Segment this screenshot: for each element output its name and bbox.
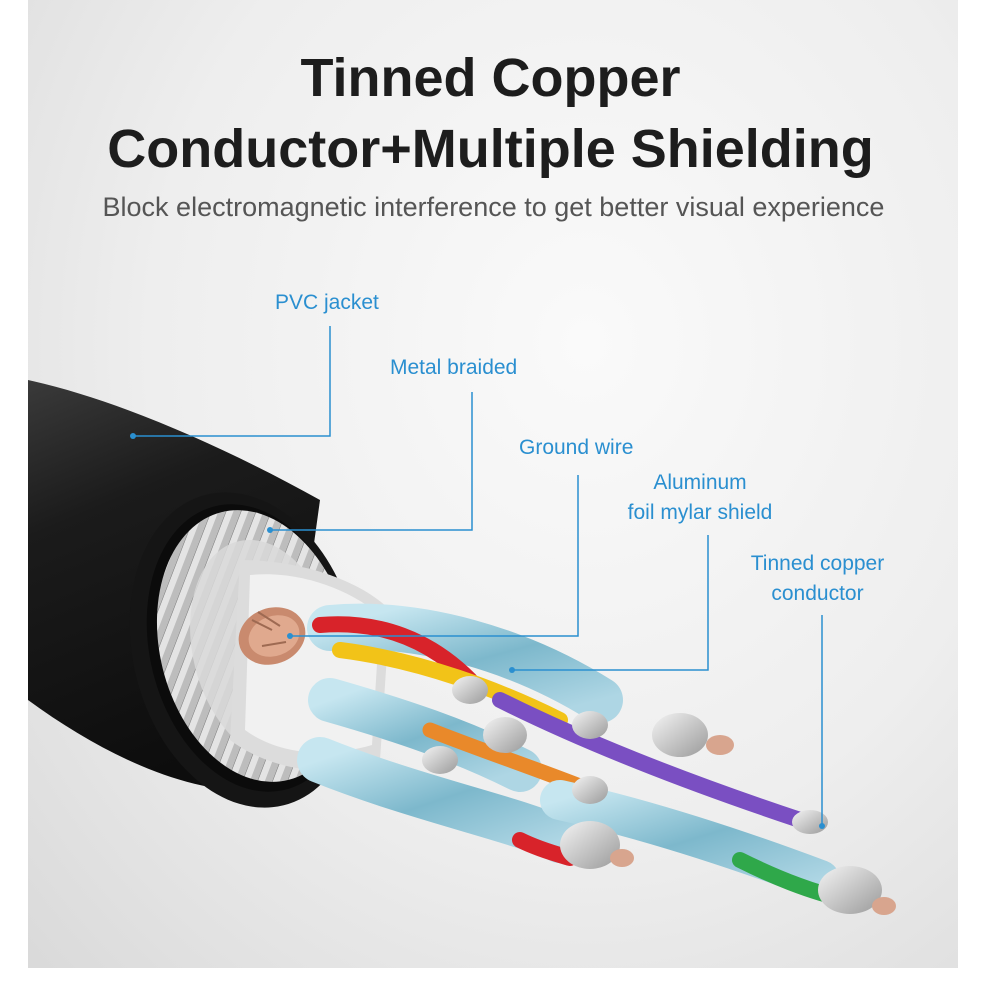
label-aluminum-foil: Aluminum foil mylar shield (610, 468, 790, 528)
ground-wire-leader (290, 475, 579, 637)
tinned-conductor-ends (422, 676, 896, 915)
label-ground-wire: Ground wire (519, 436, 634, 459)
label-aluminum-line1: Aluminum (653, 471, 747, 494)
twisted-pairs (297, 603, 858, 908)
bottom-margin (0, 968, 981, 981)
page-title-line-1: Tinned Copper (300, 48, 681, 108)
label-tinned-line1: Tinned copper (750, 552, 885, 575)
callout-lines (133, 326, 823, 826)
callout-dots (130, 433, 825, 829)
metal-braided-leader (270, 392, 473, 531)
label-metal-braided: Metal braided (390, 356, 518, 379)
right-margin (958, 0, 981, 981)
aluminum-foil-leader (512, 535, 709, 671)
label-tinned-copper: Tinned copper conductor (730, 549, 905, 609)
label-tinned-line2: conductor (771, 582, 864, 605)
label-aluminum-line2: foil mylar shield (627, 501, 773, 524)
page-subtitle: Block electromagnetic interference to ge… (102, 192, 885, 222)
page-title-line-2: Conductor+Multiple Shielding (107, 119, 874, 179)
ground-wire-shape (238, 607, 306, 665)
pvc-jacket-leader (133, 326, 331, 437)
foil-wrapper-shape (230, 560, 390, 771)
label-pvc-jacket: PVC jacket (275, 291, 379, 314)
